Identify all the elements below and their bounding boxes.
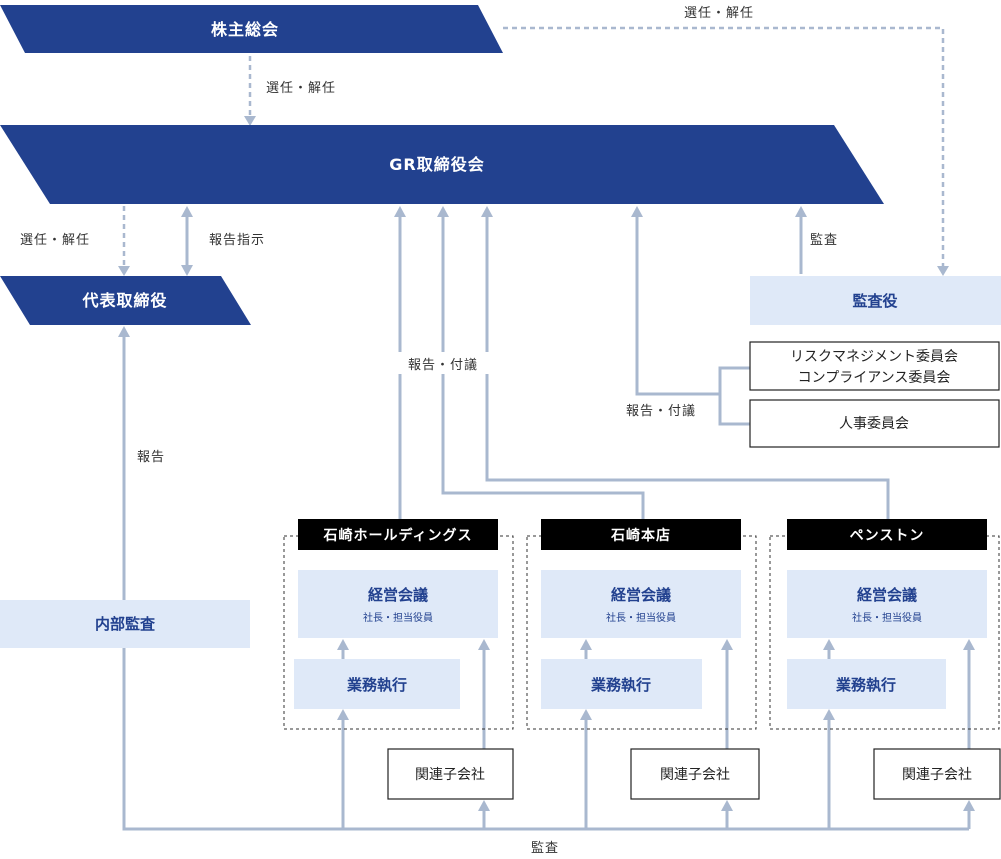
execution-box	[541, 659, 702, 709]
arrowhead-down	[118, 266, 130, 276]
meeting-members-label: 社長・担当役員	[606, 611, 676, 624]
arrowhead-up	[181, 206, 193, 217]
arrowhead-up	[823, 639, 835, 650]
arrowhead-up	[481, 206, 493, 217]
company-holdings: 石崎ホールディングス 経営会議 社長・担当役員 業務執行 関連子会社	[283, 519, 514, 800]
execution-box	[787, 659, 946, 709]
arrowhead-down	[937, 266, 949, 276]
arrowhead-up	[580, 709, 592, 720]
hr-committee: 人事委員会	[749, 399, 1000, 448]
arrowhead-up	[721, 800, 733, 811]
company-name: 石崎本店	[610, 527, 671, 544]
auditor-box: 監査役	[750, 276, 1001, 325]
affiliates-label: 関連子会社	[415, 767, 485, 783]
management-meeting-label: 経営会議	[611, 586, 671, 604]
label-audit: 監査	[531, 840, 559, 856]
management-meeting-box	[787, 570, 987, 638]
label-report: 報告	[137, 450, 165, 465]
affiliates-label: 関連子会社	[660, 767, 730, 783]
label-report-propose: 報告・付議	[626, 404, 696, 419]
arrowhead-up	[795, 206, 807, 217]
affiliates-box	[387, 748, 514, 800]
arrowhead-up	[580, 639, 592, 650]
label-report-propose: 報告・付議	[408, 358, 478, 373]
arrowhead-up	[437, 206, 449, 217]
edge-labels: 選任・解任 選任・解任 選任・解任 報告指示 監査 報告・付議 報告・付議 報告…	[20, 6, 838, 856]
execution-label: 業務執行	[590, 676, 651, 694]
label-elect-dismiss: 選任・解任	[266, 81, 336, 96]
connector-penston-board	[485, 216, 890, 519]
arrowhead-up	[721, 639, 733, 650]
company-name: ペンストン	[850, 528, 925, 544]
shareholders-label: 株主総会	[211, 20, 279, 39]
affiliates-box	[873, 748, 1001, 800]
management-meeting-box	[541, 570, 741, 638]
arrowhead-up	[963, 800, 975, 811]
representative-director: 代表取締役	[0, 276, 251, 325]
connector-committees-board	[635, 216, 720, 396]
arrowhead-down	[244, 116, 256, 126]
management-meeting-label: 経営会議	[368, 586, 428, 604]
board-of-directors: GR取締役会	[0, 125, 884, 204]
arrowhead-up	[337, 639, 349, 650]
meeting-members-label: 社長・担当役員	[363, 611, 433, 624]
management-meeting-label: 経営会議	[857, 586, 917, 604]
meeting-members-label: 社長・担当役員	[852, 611, 922, 624]
arrowhead-down	[181, 265, 193, 276]
affiliates-box	[630, 748, 760, 800]
arrowhead-up	[118, 326, 130, 337]
compliance-committee-label: コンプライアンス委員会	[798, 370, 951, 386]
shareholders-meeting: 株主総会	[0, 5, 503, 53]
label-elect-dismiss: 選任・解任	[20, 233, 90, 248]
connector-shareholders-auditor	[503, 26, 945, 266]
arrowhead-up	[394, 206, 406, 217]
label-audit: 監査	[810, 232, 838, 248]
execution-label: 業務執行	[346, 676, 407, 694]
risk-compliance-committee: リスクマネジメント委員会 コンプライアンス委員会	[749, 341, 1000, 391]
arrowhead-up	[337, 709, 349, 720]
arrowhead-up	[478, 639, 490, 650]
connector-committees-bracket	[718, 366, 750, 426]
label-elect-dismiss: 選任・解任	[684, 6, 754, 21]
arrowhead-up	[963, 639, 975, 650]
hr-committee-label: 人事委員会	[839, 416, 909, 432]
ceo-label: 代表取締役	[81, 291, 167, 310]
execution-label: 業務執行	[835, 676, 896, 694]
internal-audit-box: 内部監査	[0, 600, 250, 648]
company-name: 石崎ホールディングス	[322, 527, 472, 544]
auditor-label: 監査役	[852, 292, 897, 310]
arrowhead-up	[823, 709, 835, 720]
internal-audit-label: 内部監査	[95, 615, 156, 633]
company-honten: 石崎本店 経営会議 社長・担当役員 業務執行 関連子会社	[526, 519, 760, 800]
label-report-instruct: 報告指示	[209, 233, 265, 248]
company-penston: ペンストン 経営会議 社長・担当役員 業務執行 関連子会社	[769, 519, 1001, 800]
affiliates-label: 関連子会社	[902, 767, 972, 783]
arrowhead-up	[478, 800, 490, 811]
connector-audit-bus	[122, 648, 969, 831]
management-meeting-box	[298, 570, 498, 638]
arrowhead-up	[631, 206, 643, 217]
board-label: GR取締役会	[389, 155, 484, 174]
execution-box	[294, 659, 460, 709]
risk-committee-label: リスクマネジメント委員会	[790, 349, 958, 365]
